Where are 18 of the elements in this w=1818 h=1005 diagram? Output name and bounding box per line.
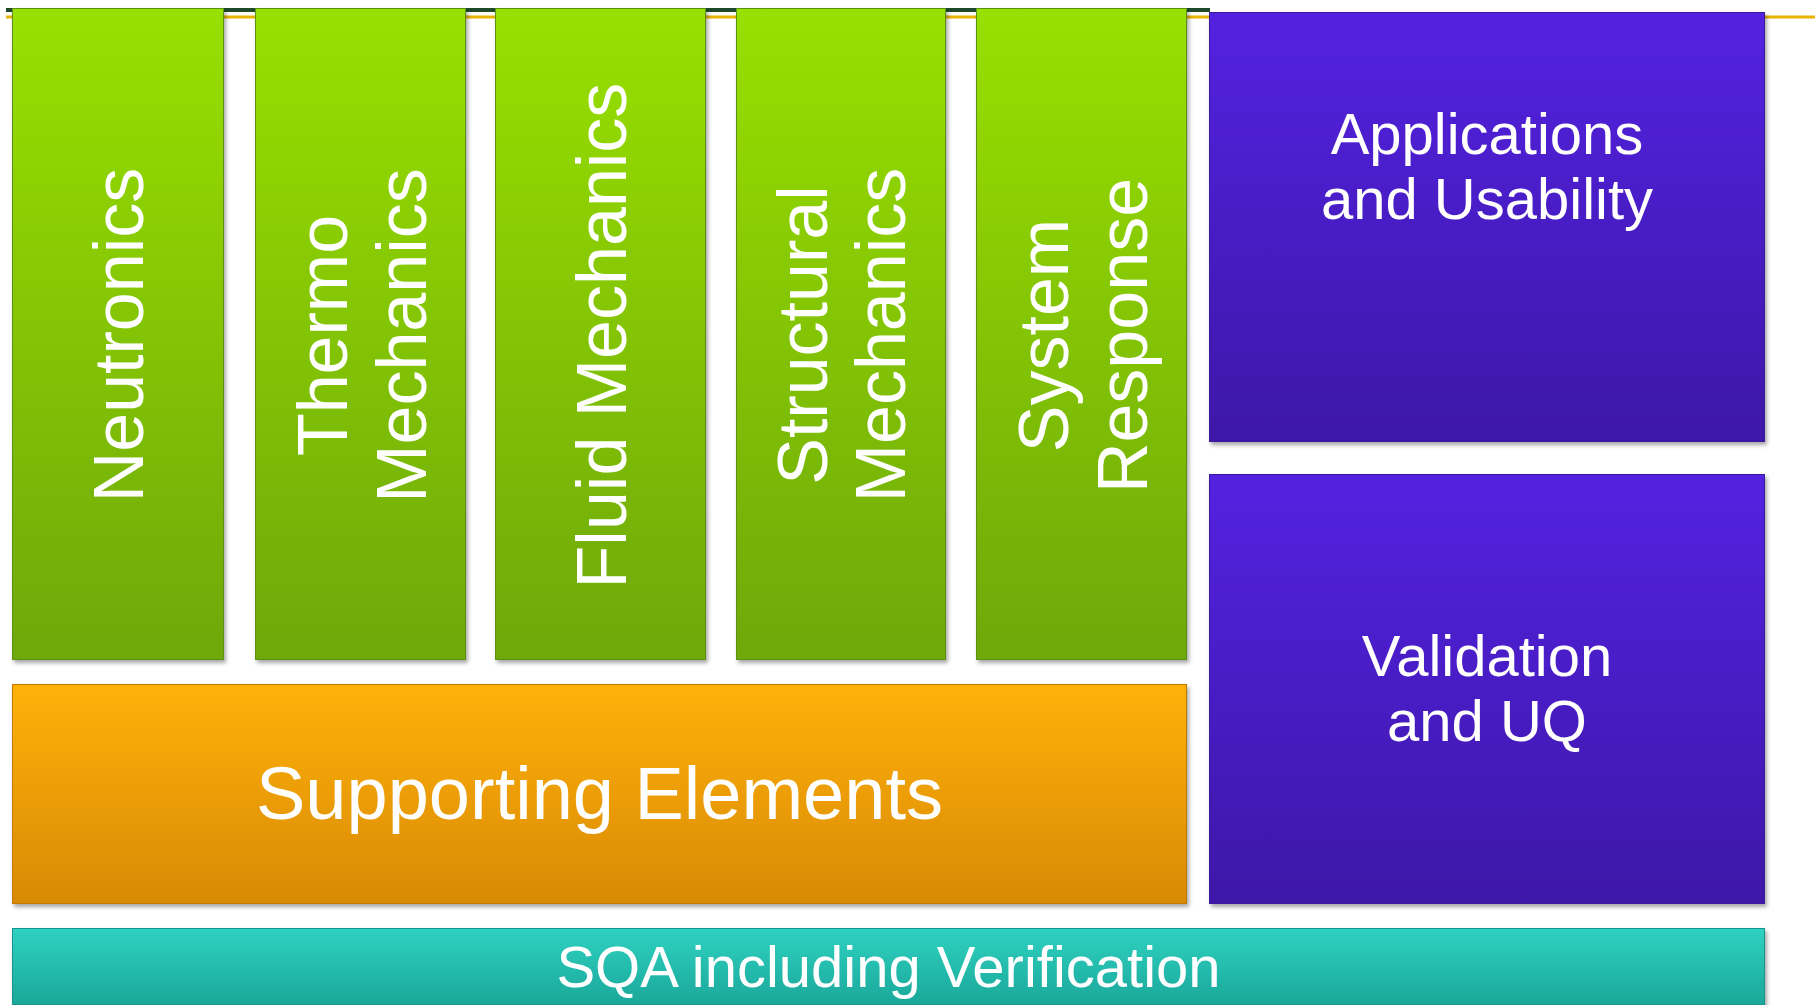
physics-box (12, 8, 224, 660)
physics-box (976, 8, 1187, 660)
physics-box (255, 8, 466, 660)
box-label: Neutronics (79, 167, 159, 503)
foundation-bar (12, 928, 1765, 1005)
box-label: Validation and UQ (1360, 624, 1614, 754)
physics-box (736, 8, 946, 660)
box-label: Supporting Elements (256, 752, 943, 836)
box-label: SQA including Verification (556, 934, 1221, 1000)
physics-box (495, 8, 706, 660)
supporting-bar (12, 684, 1187, 904)
box-label: Thermo Mechanics (283, 166, 440, 505)
box-label: Applications and Usability (1320, 102, 1654, 232)
box-label: Structural Mechanics (763, 166, 921, 505)
box-label: System Response (1004, 176, 1161, 495)
box-label: Fluid Mechanics (562, 82, 641, 588)
category-box (1209, 12, 1765, 442)
category-box (1209, 474, 1765, 904)
